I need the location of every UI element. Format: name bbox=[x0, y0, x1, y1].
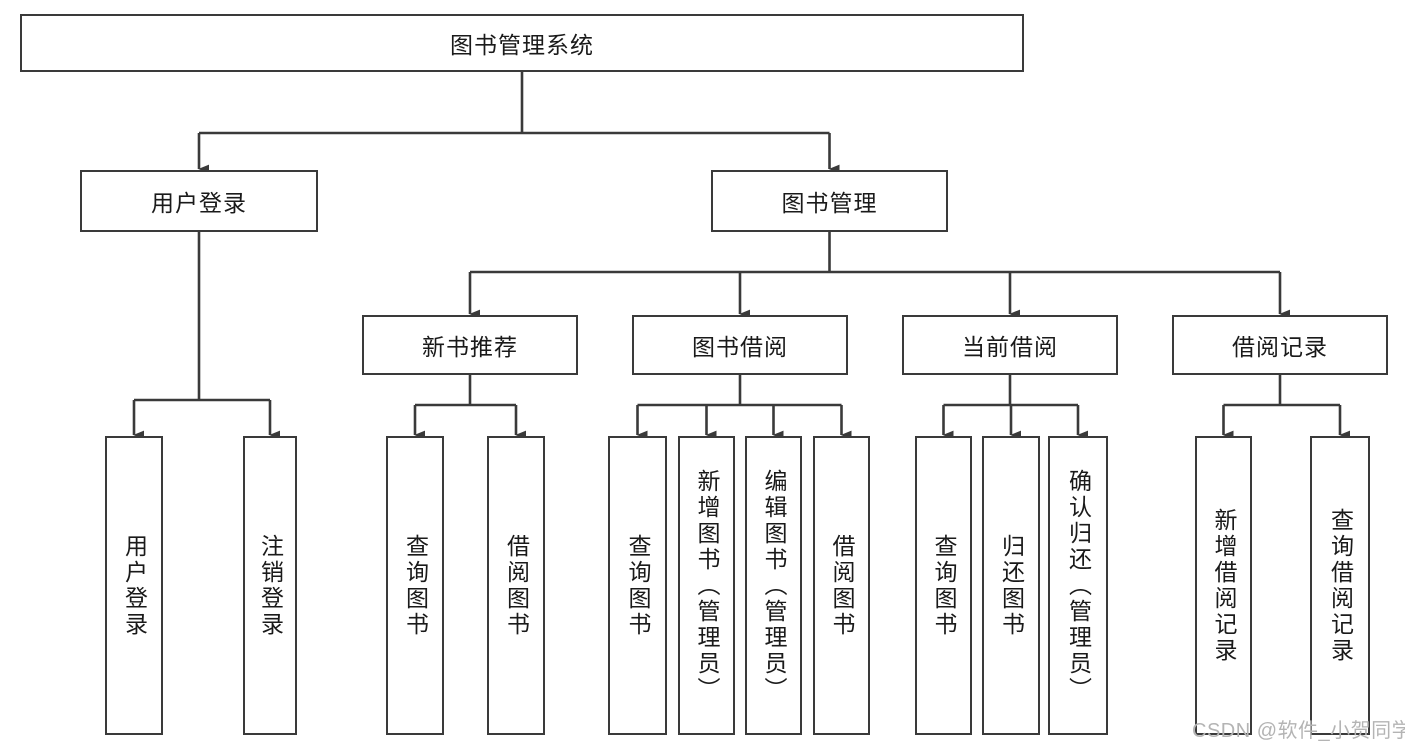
node-label: 查询图书 bbox=[625, 533, 651, 638]
node-label: 归还图书 bbox=[998, 533, 1025, 638]
node-label: 图书管理系统 bbox=[450, 32, 594, 58]
node-label: 当前借阅 bbox=[962, 334, 1058, 360]
node-borrow-book-2[interactable]: 借阅图书 bbox=[813, 436, 870, 735]
node-label: 查询借阅记录 bbox=[1327, 507, 1354, 664]
node-borrow-book-1[interactable]: 借阅图书 bbox=[487, 436, 545, 735]
node-borrow-record[interactable]: 借阅记录 bbox=[1172, 315, 1388, 375]
node-new-book-recommend[interactable]: 新书推荐 bbox=[362, 315, 578, 375]
node-book-manage[interactable]: 图书管理 bbox=[711, 170, 948, 232]
node-edit-book-admin[interactable]: 编辑图书（管理员） bbox=[745, 436, 802, 735]
node-label: 图书借阅 bbox=[692, 334, 788, 360]
node-user-logout-leaf[interactable]: 注销登录 bbox=[243, 436, 297, 735]
node-label: 新增借阅记录 bbox=[1211, 507, 1237, 664]
node-query-book-1[interactable]: 查询图书 bbox=[386, 436, 444, 735]
node-query-book-2[interactable]: 查询图书 bbox=[608, 436, 667, 735]
node-book-borrow[interactable]: 图书借阅 bbox=[632, 315, 848, 375]
node-label: 图书管理 bbox=[781, 190, 878, 216]
node-label: 用户登录 bbox=[121, 533, 148, 638]
node-label: 确认归还（管理员） bbox=[1065, 468, 1092, 703]
node-label: 借阅记录 bbox=[1232, 334, 1328, 360]
node-label: 新书推荐 bbox=[422, 334, 518, 360]
node-label: 新增图书（管理员） bbox=[694, 468, 720, 703]
node-root[interactable]: 图书管理系统 bbox=[20, 14, 1024, 72]
node-label: 查询图书 bbox=[931, 533, 957, 638]
watermark-label: CSDN @软件_小贺同学 bbox=[1192, 720, 1405, 742]
node-label: 借阅图书 bbox=[503, 533, 530, 638]
node-label: 用户登录 bbox=[151, 190, 247, 216]
node-current-borrow[interactable]: 当前借阅 bbox=[902, 315, 1118, 375]
node-label: 借阅图书 bbox=[829, 533, 855, 638]
node-query-borrow-record[interactable]: 查询借阅记录 bbox=[1310, 436, 1370, 735]
node-add-book-admin[interactable]: 新增图书（管理员） bbox=[678, 436, 735, 735]
node-confirm-return-admin[interactable]: 确认归还（管理员） bbox=[1048, 436, 1108, 735]
node-label: 注销登录 bbox=[257, 533, 284, 638]
node-return-book[interactable]: 归还图书 bbox=[982, 436, 1040, 735]
node-query-book-3[interactable]: 查询图书 bbox=[915, 436, 972, 735]
node-user-login-leaf[interactable]: 用户登录 bbox=[105, 436, 163, 735]
node-label: 查询图书 bbox=[402, 533, 429, 638]
node-label: 编辑图书（管理员） bbox=[761, 468, 787, 703]
node-user-login[interactable]: 用户登录 bbox=[80, 170, 318, 232]
node-add-borrow-record[interactable]: 新增借阅记录 bbox=[1195, 436, 1252, 735]
